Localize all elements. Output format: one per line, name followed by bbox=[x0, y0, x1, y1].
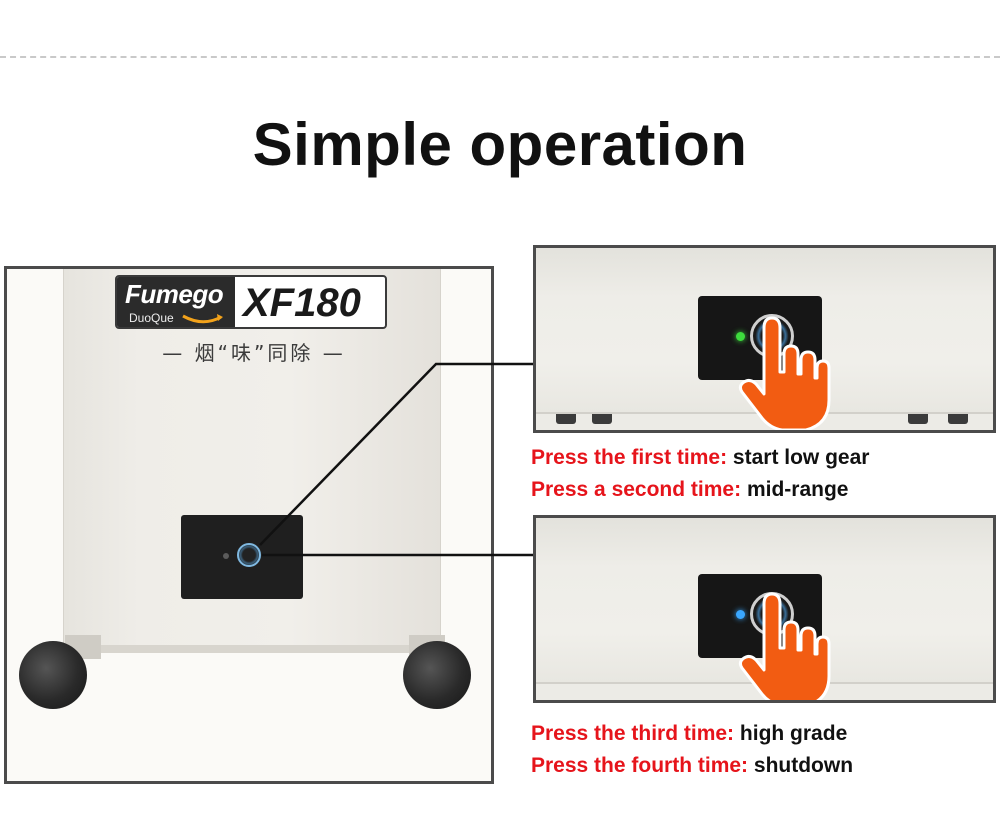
instruction-value: mid-range bbox=[746, 478, 849, 501]
caster-wheel bbox=[19, 641, 87, 709]
zoom-panel-low-mid bbox=[533, 245, 996, 433]
cabinet-foot bbox=[556, 414, 576, 424]
model-name: XF180 bbox=[243, 281, 361, 325]
page-title: Simple operation bbox=[252, 111, 748, 178]
instruction-value: start low gear bbox=[732, 446, 870, 469]
instruction-value: high grade bbox=[739, 722, 848, 745]
dashed-divider bbox=[0, 56, 1000, 58]
slogan: — 烟“味”同除 — bbox=[162, 341, 346, 365]
tapping-hand-icon bbox=[738, 592, 831, 700]
status-led bbox=[223, 553, 229, 559]
instruction-first-press: Press the first time: start low gear bbox=[531, 446, 869, 470]
product-image-frame: Fumego DuoQue XF180 — 烟“味”同除 — bbox=[4, 266, 494, 784]
logo-badge: Fumego DuoQue XF180 bbox=[115, 275, 387, 329]
instruction-third-press: Press the third time: high grade bbox=[531, 722, 847, 746]
brand-subname: DuoQue bbox=[129, 311, 174, 325]
instruction-label: Press the fourth time: bbox=[531, 754, 749, 777]
caster-wheel bbox=[403, 641, 471, 709]
instruction-label: Press a second time: bbox=[531, 478, 742, 501]
brand-block: Fumego DuoQue bbox=[117, 277, 235, 327]
cabinet-foot bbox=[592, 414, 612, 424]
instruction-label: Press the third time: bbox=[531, 722, 735, 745]
tapping-hand-icon bbox=[738, 316, 831, 430]
instruction-fourth-press: Press the fourth time: shutdown bbox=[531, 754, 853, 778]
brand-name: Fumego bbox=[125, 279, 224, 309]
zoom-panel-high-off bbox=[533, 515, 996, 703]
instruction-value: shutdown bbox=[753, 754, 854, 777]
instruction-second-press: Press a second time: mid-range bbox=[531, 478, 848, 502]
cabinet-foot bbox=[948, 414, 968, 424]
instruction-label: Press the first time: bbox=[531, 446, 728, 469]
power-button-icon bbox=[237, 543, 261, 567]
blue-led-icon bbox=[736, 610, 745, 619]
green-led-icon bbox=[736, 332, 745, 341]
control-panel bbox=[181, 515, 303, 599]
callout-line-top bbox=[259, 362, 533, 546]
cabinet-base bbox=[63, 645, 439, 653]
swoosh-icon bbox=[182, 314, 223, 324]
cabinet-foot bbox=[908, 414, 928, 424]
